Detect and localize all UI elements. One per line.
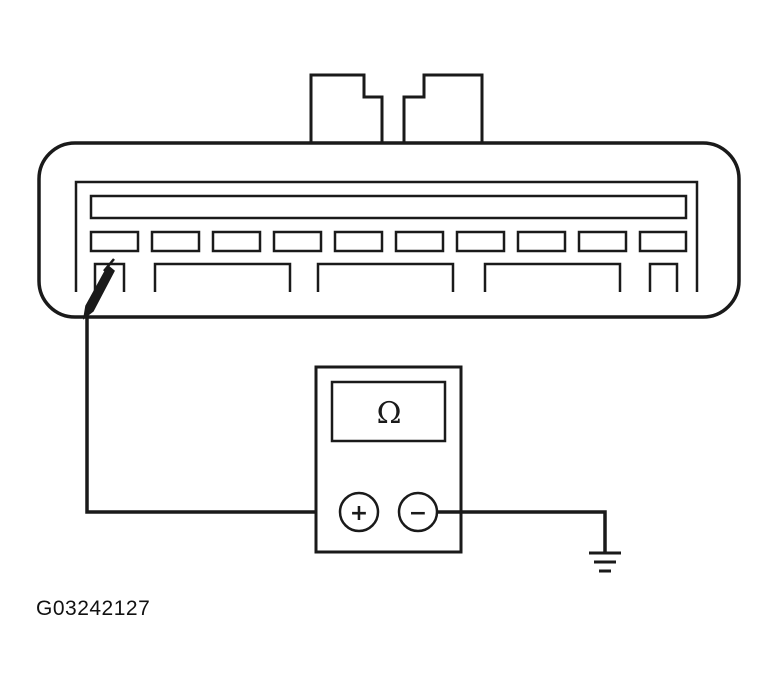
probe-tip xyxy=(103,258,115,272)
connector-inner-frame xyxy=(74,180,699,292)
negative-test-lead xyxy=(437,510,607,552)
terminal-cavity xyxy=(577,230,628,253)
positive-terminal xyxy=(338,491,380,533)
key-slot xyxy=(316,262,455,292)
ohm-symbol: Ω xyxy=(377,396,402,431)
key-slot xyxy=(153,262,292,292)
figure-id: G03242127 xyxy=(36,597,151,620)
ohmmeter: Ω + − xyxy=(314,365,463,554)
positive-terminal-label: + xyxy=(350,501,368,526)
terminal-cavity xyxy=(272,230,323,253)
terminal-cavity xyxy=(333,230,384,253)
terminal-cavity xyxy=(150,230,201,253)
connector-latch-left xyxy=(309,73,384,143)
key-slot xyxy=(483,262,622,292)
key-slot xyxy=(648,262,679,292)
connector xyxy=(37,73,741,319)
negative-terminal-label: − xyxy=(409,501,427,526)
probe xyxy=(82,258,115,320)
terminal-cavity xyxy=(638,230,688,253)
terminal-cavity xyxy=(394,230,445,253)
terminal-cavity xyxy=(455,230,506,253)
probe-icon xyxy=(82,264,115,320)
terminal-cavity xyxy=(516,230,567,253)
terminal-cavity xyxy=(211,230,262,253)
terminal-cavity xyxy=(89,230,140,253)
connector-top-slot xyxy=(89,194,688,220)
terminal-cavity-row xyxy=(89,230,688,253)
ground-symbol-icon xyxy=(589,551,621,573)
connector-latch-right xyxy=(402,73,484,143)
connector-housing xyxy=(37,141,741,319)
positive-test-lead xyxy=(85,315,334,514)
ohmmeter-display xyxy=(330,380,447,443)
